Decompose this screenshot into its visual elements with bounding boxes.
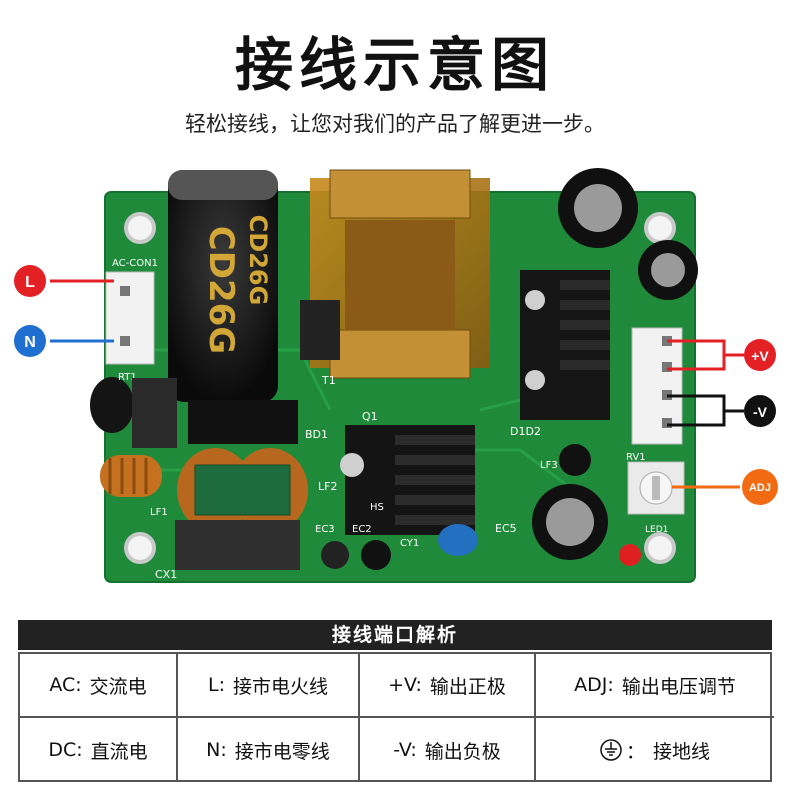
safety-cap (132, 378, 177, 448)
led-indicator (619, 544, 641, 566)
silk-lf2: LF2 (318, 480, 337, 493)
top-right-capacitors (558, 168, 698, 300)
silk-cy1: CY1 (400, 538, 419, 549)
silk-lf1: LF1 (150, 507, 168, 518)
svg-text:ADJ: ADJ (749, 482, 771, 494)
x-capacitor (175, 520, 300, 570)
silk-ec2: EC2 (352, 524, 372, 535)
table-cell: DC:直流电 (20, 718, 178, 782)
silk-d1d2: D1D2 (510, 425, 541, 438)
small-capacitors (321, 540, 391, 570)
svg-text:L: L (25, 274, 35, 291)
inductor-left (100, 455, 162, 497)
table-cell: N:接市电零线 (178, 718, 360, 782)
silk-bd1: BD1 (305, 428, 328, 441)
mount-holes (124, 212, 676, 564)
thermistor (90, 377, 134, 433)
bridge-rectifier (188, 400, 298, 444)
table-header: 接线端口解析 (18, 620, 772, 650)
cap-marking: CD26G (201, 226, 241, 354)
table-cell: ：接地线 (536, 718, 774, 782)
input-connector (105, 271, 155, 365)
output-connector (631, 327, 683, 445)
table-cell: -V:输出负极 (360, 718, 536, 782)
silk-ec5: EC5 (495, 522, 517, 535)
heatsink-center (340, 425, 475, 535)
tag-n (14, 325, 46, 357)
silk-t1: T1 (321, 374, 336, 387)
silk-cx1: CX1 (155, 568, 177, 581)
tag-adj (742, 469, 778, 505)
board-photo: CD26G CD26G T1 D1D2 AC-CON1 RT1 BD1 Q1 (14, 168, 778, 583)
page-subtitle: 轻松接线，让您对我们的产品了解更进一步。 (185, 112, 605, 136)
silk-led1: LED1 (645, 525, 668, 535)
table-cell: ADJ:输出电压调节 (536, 654, 774, 718)
silk-rt1: RT1 (118, 372, 137, 383)
table-cell: L:接市电火线 (178, 654, 360, 718)
silk-ac-con: AC-CON1 (112, 258, 158, 269)
ground-icon (600, 739, 622, 761)
silk-lf3: LF3 (540, 460, 558, 471)
svg-text:-V: -V (753, 404, 768, 420)
heatsink-right (520, 270, 610, 420)
svg-text:N: N (24, 334, 36, 351)
page-title: 接线示意图 (234, 31, 555, 99)
tag-l (14, 265, 46, 297)
transformer (300, 169, 490, 379)
port-table: AC:交流电 L:接市电火线 +V:输出正极 ADJ:输出电压调节 DC:直流电… (18, 652, 774, 782)
svg-text:CD26G: CD26G (244, 215, 272, 306)
silk-hs: HS (370, 502, 384, 513)
tag-neg (744, 395, 776, 427)
main-capacitor: CD26G CD26G (168, 170, 278, 402)
table-cell: AC:交流电 (20, 654, 178, 718)
output-capacitor (532, 444, 608, 560)
silk-ec3: EC3 (315, 524, 335, 535)
table-cell: +V:输出正极 (360, 654, 536, 718)
y-capacitor (438, 524, 478, 556)
silk-q1: Q1 (362, 410, 378, 423)
svg-text:+V: +V (751, 348, 769, 364)
tag-pos (744, 339, 776, 371)
common-mode-choke (177, 448, 308, 532)
silk-rv1: RV1 (626, 452, 646, 463)
